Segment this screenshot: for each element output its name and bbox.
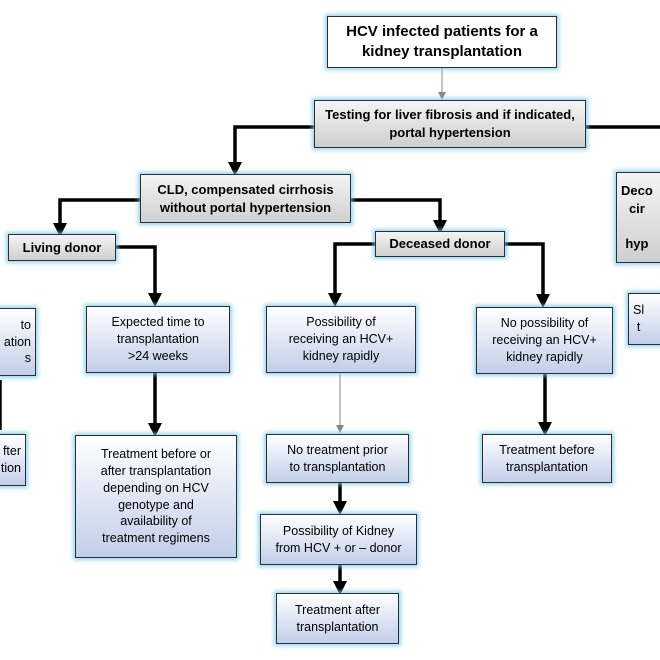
decompensated-node: Deco cir hyp	[616, 172, 660, 263]
expected-time-label: Expected time to transplantation >24 wee…	[111, 315, 205, 363]
possibility-rapid-label: Possibility of receiving an HCV+ kidney …	[288, 315, 394, 363]
deceased-donor-label: Deceased donor	[389, 236, 491, 252]
possibility-kidney-label: Possibility of Kidney from HCV + or – do…	[275, 523, 402, 555]
arrow-deceased-to-possibility	[328, 242, 375, 307]
testing-node: Testing for liver fibrosis and if indica…	[314, 100, 586, 148]
treatment-before-node: Treatment before transplantation	[482, 434, 612, 483]
arrow-cld-to-deceased	[350, 198, 447, 234]
left-partial-label-1: to ation s	[3, 317, 31, 366]
arrow-cld-to-living	[53, 198, 140, 237]
possibility-rapid-node: Possibility of receiving an HCV+ kidney …	[266, 306, 416, 373]
root-node-label: HCV infected patients for a kidney trans…	[346, 22, 538, 60]
deceased-donor-node: Deceased donor	[375, 231, 505, 257]
right-partial-label: Sl t	[633, 303, 645, 334]
arrow-deceased-to-nopossibility	[505, 242, 550, 308]
no-possibility-node: No possibility of receiving an HCV+ kidn…	[476, 307, 613, 374]
expected-time-node: Expected time to transplantation >24 wee…	[86, 306, 230, 373]
treatment-after-node: Treatment after transplantation	[276, 593, 399, 644]
living-donor-label: Living donor	[22, 239, 102, 255]
treatment-depending-label: Treatment before or after transplantatio…	[100, 446, 212, 546]
left-partial-node-2: fter tion	[0, 434, 26, 486]
cld-node-label: CLD, compensated cirrhosis without porta…	[157, 181, 334, 215]
living-donor-node: Living donor	[8, 234, 116, 261]
arrow-living-to-expected	[115, 245, 162, 307]
right-partial-node: Sl t	[628, 293, 660, 345]
possibility-kidney-node: Possibility of Kidney from HCV + or – do…	[260, 514, 417, 565]
decompensated-node-label: Deco cir hyp	[621, 183, 653, 252]
no-treatment-label: No treatment prior to transplantation	[287, 442, 388, 474]
root-node: HCV infected patients for a kidney trans…	[327, 16, 557, 68]
left-partial-label-2: fter tion	[0, 444, 21, 475]
no-treatment-node: No treatment prior to transplantation	[266, 434, 409, 483]
cld-node: CLD, compensated cirrhosis without porta…	[140, 174, 351, 223]
treatment-depending-node: Treatment before or after transplantatio…	[75, 435, 237, 558]
treatment-before-label: Treatment before transplantation	[499, 442, 595, 474]
arrow-testing-to-cld	[228, 125, 322, 176]
no-possibility-label: No possibility of receiving an HCV+ kidn…	[492, 316, 597, 364]
treatment-after-label: Treatment after transplantation	[295, 602, 380, 634]
left-partial-node-1: to ation s	[0, 308, 36, 376]
testing-node-label: Testing for liver fibrosis and if indica…	[325, 107, 575, 140]
